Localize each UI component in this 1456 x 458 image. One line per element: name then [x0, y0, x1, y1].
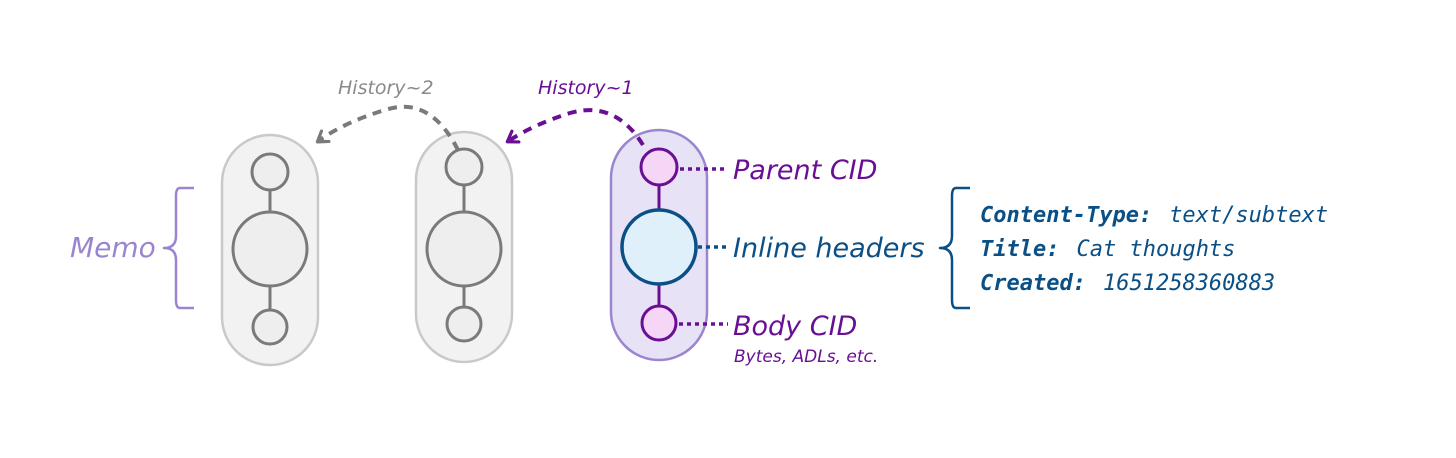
headers-brace: [938, 186, 970, 310]
memo-history-1: [414, 130, 514, 364]
parent-node: [444, 147, 484, 187]
memo-current: [609, 128, 709, 362]
header-value: 1651258360883: [1103, 271, 1275, 296]
history-1-label: History~1: [538, 77, 634, 99]
header-line-title: Title: Cat thoughts: [980, 237, 1235, 262]
history-1-arrow: [505, 108, 645, 147]
body-node: [445, 305, 483, 343]
memo-history-2: [220, 133, 320, 367]
header-key: Content-Type:: [980, 203, 1152, 228]
body-cid-label: Body CID: [733, 311, 857, 342]
inline-headers-label: Inline headers: [733, 233, 925, 264]
inline-headers-node: [620, 208, 698, 286]
header-line-created: Created: 1651258360883: [980, 271, 1275, 296]
headers-node: [425, 210, 503, 288]
history-2-label: History~2: [338, 77, 434, 99]
header-key: Created:: [980, 271, 1086, 296]
parent-cid-node: [639, 147, 679, 187]
header-key: Title:: [980, 237, 1059, 262]
body-node: [251, 308, 289, 346]
body-cid-node: [640, 304, 678, 342]
parent-cid-label: Parent CID: [733, 155, 877, 186]
parent-node: [250, 152, 290, 192]
memo-brace: [162, 186, 194, 310]
memo-label: Memo: [70, 231, 156, 264]
headers-node: [231, 210, 309, 288]
header-line-content-type: Content-Type: text/subtext: [980, 203, 1328, 228]
body-cid-note: Bytes, ADLs, etc.: [734, 347, 878, 367]
header-value: text/subtext: [1169, 203, 1328, 228]
header-value: Cat thoughts: [1076, 237, 1235, 262]
